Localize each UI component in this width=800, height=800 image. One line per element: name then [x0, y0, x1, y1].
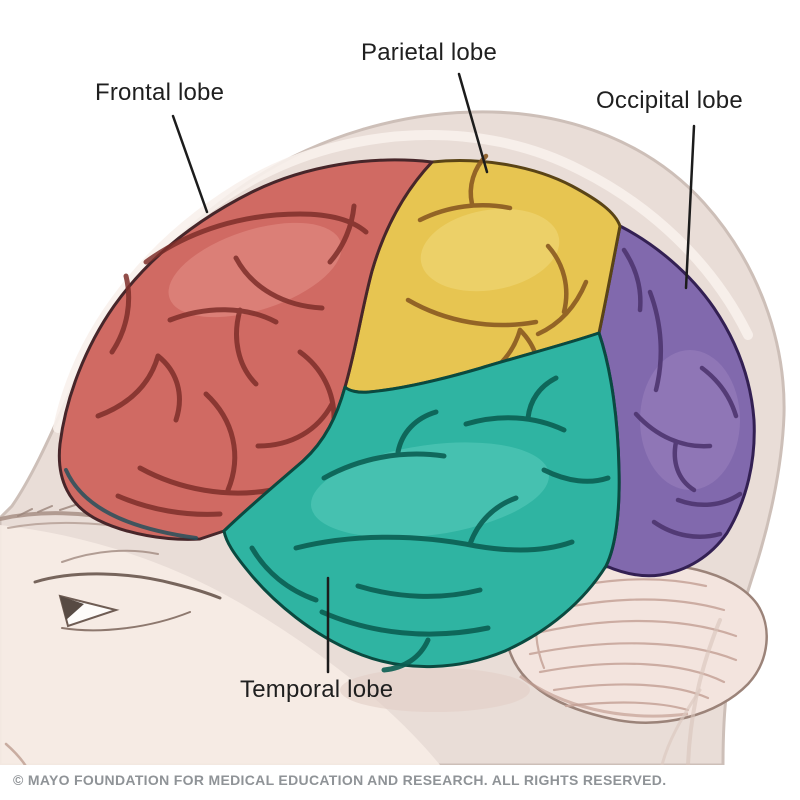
leader-lines [171, 72, 696, 674]
eye-illustration [33, 549, 222, 632]
frontal-highlight [168, 222, 342, 318]
frontal-lobe-shape [57, 158, 434, 541]
label-occipital-lobe: Occipital lobe [596, 87, 743, 114]
copyright-text: © MAYO FOUNDATION FOR MEDICAL EDUCATION … [13, 772, 667, 788]
label-parietal-lobe: Parietal lobe [361, 39, 498, 66]
neck-contours [660, 618, 722, 767]
label-temporal-lobe: Temporal lobe [240, 676, 394, 703]
skull-highlight-band [53, 130, 753, 433]
leader-line-occipital [684, 124, 696, 290]
occipital-highlight [640, 350, 740, 490]
leader-line-parietal [457, 72, 489, 174]
parietal-gyri [405, 153, 589, 389]
copyright-bar: © MAYO FOUNDATION FOR MEDICAL EDUCATION … [0, 765, 800, 800]
frontal-underside-edge [64, 468, 198, 540]
frontal-gyri [95, 203, 369, 517]
label-frontal-lobe: Frontal lobe [95, 79, 225, 106]
leader-line-frontal [171, 114, 209, 214]
temporal-gyri [249, 375, 611, 673]
occipital-gyri [621, 247, 743, 539]
parietal-highlight [420, 208, 560, 292]
brain-underside-shadow [340, 668, 530, 712]
face-region [0, 525, 440, 765]
